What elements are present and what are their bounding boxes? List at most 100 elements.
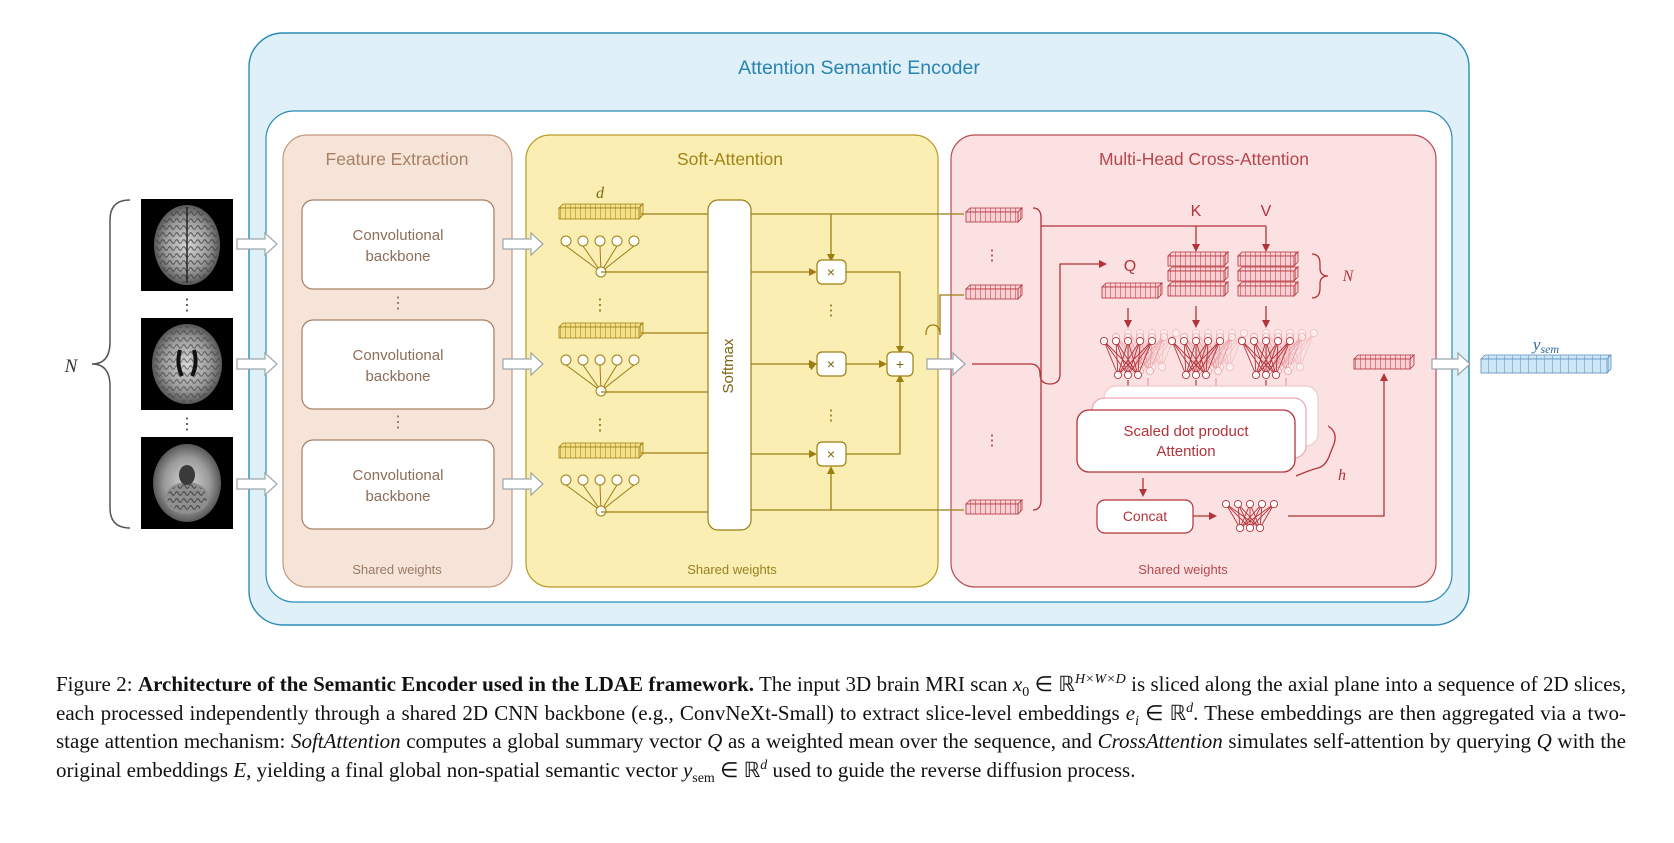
k-embedding-1 xyxy=(1167,251,1229,267)
caption-ei-sub: i xyxy=(1135,713,1139,729)
multiplier-symbol: × xyxy=(827,446,835,462)
multiplier-nodes: × × × xyxy=(816,259,847,467)
e-dots-1: ⋮ xyxy=(985,247,1000,264)
softmax-block xyxy=(707,199,752,531)
heads-h-label: h xyxy=(1338,467,1346,484)
multiplier-symbol: × xyxy=(827,264,835,280)
e-embedding-1 xyxy=(965,207,1023,223)
mri-slice-2 xyxy=(141,318,233,410)
neuron xyxy=(577,474,589,486)
caption-x0: x xyxy=(1012,672,1023,696)
caption-p7: with the original embeddings xyxy=(56,729,1627,782)
projection-head-2 xyxy=(1167,336,1225,380)
neuron xyxy=(611,474,623,486)
projection-head-faded-2 xyxy=(1191,328,1249,372)
caption-softattention: SoftAttention xyxy=(290,729,401,753)
e-embedding-2 xyxy=(965,284,1023,300)
soft-row-2 xyxy=(558,322,644,397)
e-embedding-3 xyxy=(965,499,1023,515)
backbone-label-line1: Convolutional xyxy=(353,467,444,484)
backbone-dots-1: ⋮ xyxy=(390,295,406,312)
q-embedding xyxy=(1101,282,1163,299)
sdpa-label-line1: Scaled dot product xyxy=(1123,423,1249,440)
concat-block xyxy=(1096,499,1194,534)
soft-attention-title: Soft-Attention xyxy=(677,149,783,169)
embedding-dim-d-label: d xyxy=(596,185,605,202)
e-brace xyxy=(1032,207,1042,511)
neuron xyxy=(611,235,623,247)
outer-title: Attention Semantic Encoder xyxy=(738,57,980,79)
caption-crossattention: CrossAttention xyxy=(1097,729,1223,753)
caption-prefix: Figure 2: xyxy=(56,672,138,696)
backbone-box xyxy=(301,319,495,410)
backbone-arrow-3 xyxy=(502,471,544,497)
backbone-label-line2: backbone xyxy=(365,248,430,265)
mul-dots-1: ⋮ xyxy=(824,302,839,319)
backbone-label-line2: backbone xyxy=(365,488,430,505)
sdpa-block xyxy=(1076,409,1296,473)
caption-ysem-sub: sem xyxy=(692,770,715,786)
neuron xyxy=(594,474,606,486)
caption-p5: as a weighted mean over the sequence, an… xyxy=(722,729,1098,753)
backbone-label-line2: backbone xyxy=(365,368,430,385)
architecture-diagram: Attention Semantic Encoder Feature Extra… xyxy=(64,32,1612,626)
neuron-output xyxy=(595,385,607,397)
caption-p2: is sliced along the axial plane into a s… xyxy=(56,672,1626,725)
embedding-stack xyxy=(965,207,1023,515)
soft-attention-rows xyxy=(558,203,644,517)
projection-head-3 xyxy=(1237,336,1295,380)
heads-h-brace xyxy=(1295,425,1336,477)
softmax-label: Softmax xyxy=(720,338,737,394)
caption-ei: e xyxy=(1125,700,1136,725)
caption-in-r: ∈ ℝ xyxy=(1029,672,1075,696)
slice-arrow-1 xyxy=(236,231,278,257)
output-projection-network xyxy=(1221,499,1279,533)
caption-hwd-sup: H×W×D xyxy=(1074,672,1126,687)
plus-symbol: + xyxy=(896,356,904,372)
k-embedding-3 xyxy=(1167,281,1229,297)
cross-to-output-arrow xyxy=(1431,351,1471,377)
projection-head-faded-1 xyxy=(1123,328,1181,372)
sdpa-label-line2: Attention xyxy=(1156,443,1215,460)
multiplier-node-3: × xyxy=(816,441,847,467)
slice-dots-1: ⋮ xyxy=(179,297,195,314)
caption-p1: The input 3D brain MRI scan xyxy=(753,672,1013,696)
multiplier-node-2: × xyxy=(816,351,847,377)
k-embedding-2 xyxy=(1167,266,1229,282)
e-dots-2: ⋮ xyxy=(985,432,1000,449)
output-embedding xyxy=(1353,354,1415,370)
neuron xyxy=(560,235,572,247)
soft-row-3 xyxy=(558,442,644,517)
soft-to-cross-arrow xyxy=(926,351,966,377)
neuron xyxy=(594,354,606,366)
neuron xyxy=(577,354,589,366)
backbone-dots-2: ⋮ xyxy=(390,414,406,431)
backbone-arrow-2 xyxy=(502,351,544,377)
input-brace xyxy=(91,199,131,529)
caption-q: Q xyxy=(707,729,723,753)
neuron xyxy=(628,354,640,366)
caption-x0-sub: 0 xyxy=(1022,685,1030,701)
ysem-sub: sem xyxy=(1540,342,1559,356)
ysem-bar xyxy=(1480,354,1612,374)
neuron xyxy=(611,354,623,366)
slice-arrow-3 xyxy=(236,471,278,497)
v-embedding-3 xyxy=(1237,281,1299,297)
kv-n-label: N xyxy=(1342,268,1355,285)
k-label: K xyxy=(1191,203,1202,220)
slice-dots-2: ⋮ xyxy=(179,416,195,433)
caption-e: E xyxy=(233,757,247,782)
v-embedding-2 xyxy=(1237,266,1299,282)
caption-d-sup2: d xyxy=(760,757,768,773)
ysem-vector xyxy=(1480,354,1612,374)
neuron xyxy=(560,474,572,486)
backbone-3: Convolutional backbone xyxy=(301,439,495,530)
soft-embedding-1 xyxy=(558,203,644,220)
caption-q2: Q xyxy=(1536,729,1552,753)
backbone-group: ConvolutionalbackboneConvolutionalbackbo… xyxy=(301,199,495,530)
backbone-box xyxy=(301,439,495,530)
soft-dots-1: ⋮ xyxy=(592,297,608,314)
figure-caption: Figure 2: Architecture of the Semantic E… xyxy=(56,670,1627,786)
